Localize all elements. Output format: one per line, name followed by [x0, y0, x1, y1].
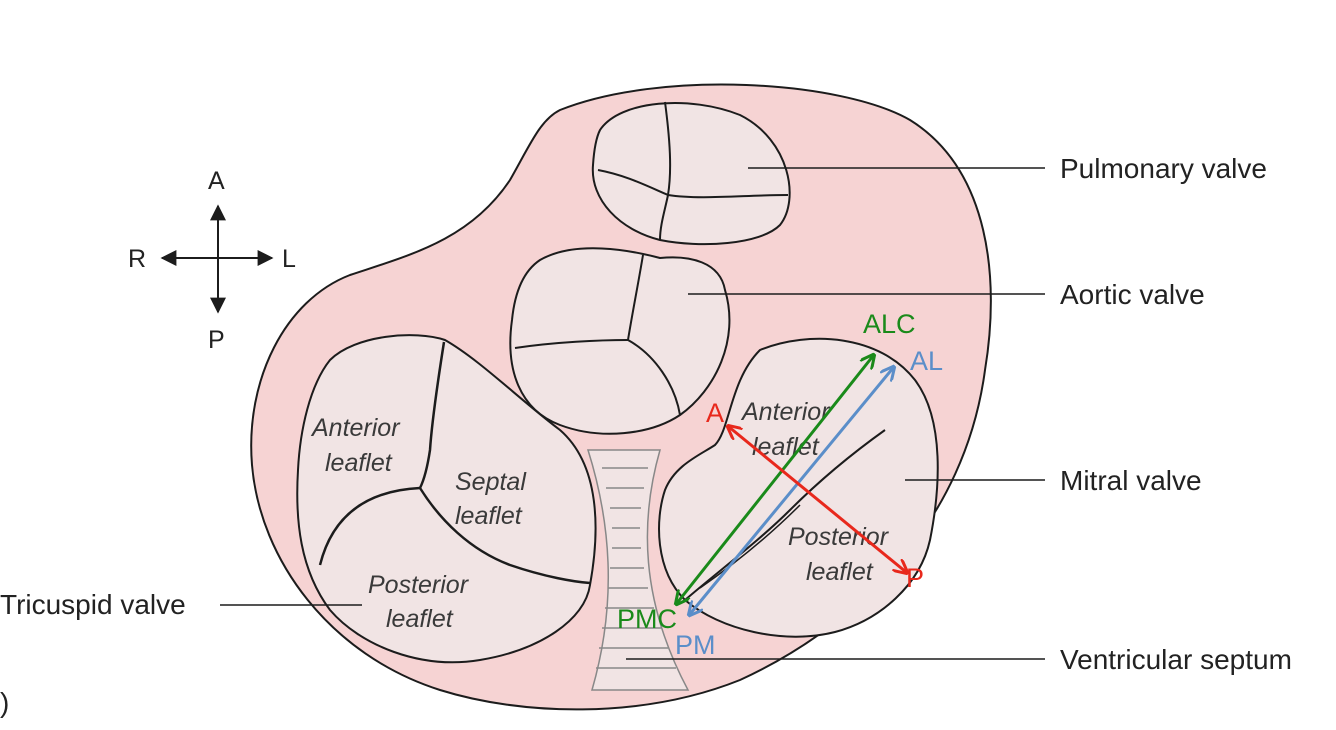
- paren-fragment: ): [0, 687, 9, 718]
- tricuspid-anterior-leaflet-label-2: leaflet: [325, 449, 393, 477]
- ventricular-septum: [586, 449, 690, 691]
- mitral-posterior-leaflet-label-2: leaflet: [806, 558, 874, 586]
- a-label: A: [706, 398, 724, 428]
- mitral-valve-label: Mitral valve: [1060, 465, 1202, 496]
- pmc-label: PMC: [617, 604, 677, 634]
- pulmonary-valve: [591, 101, 791, 246]
- tricuspid-septal-leaflet-label-1: Septal: [455, 468, 527, 496]
- p-label: P: [906, 563, 924, 593]
- tricuspid-posterior-leaflet-label-2: leaflet: [386, 605, 454, 633]
- compass-left-label: L: [282, 245, 296, 273]
- ventricular-septum-label: Ventricular septum: [1060, 644, 1292, 675]
- tricuspid-posterior-leaflet-label-1: Posterior: [368, 571, 470, 599]
- tricuspid-valve: [296, 334, 597, 664]
- compass-right-label: R: [128, 245, 146, 273]
- alc-label: ALC: [863, 309, 916, 339]
- tricuspid-valve-label: Tricuspid valve: [0, 589, 186, 620]
- mitral-anterior-leaflet-label-1: Anterior: [740, 398, 831, 426]
- orientation-compass: A R L P: [128, 167, 296, 354]
- al-label: AL: [910, 346, 943, 376]
- compass-posterior-label: P: [208, 326, 225, 354]
- compass-anterior-label: A: [208, 167, 225, 195]
- pulmonary-valve-label: Pulmonary valve: [1060, 153, 1267, 184]
- tricuspid-septal-leaflet-label-2: leaflet: [455, 502, 523, 530]
- aortic-valve-label: Aortic valve: [1060, 279, 1205, 310]
- pm-label: PM: [675, 630, 716, 660]
- tricuspid-anterior-leaflet-label-1: Anterior: [310, 414, 401, 442]
- anteroposterior-axis-arrow: [729, 427, 906, 572]
